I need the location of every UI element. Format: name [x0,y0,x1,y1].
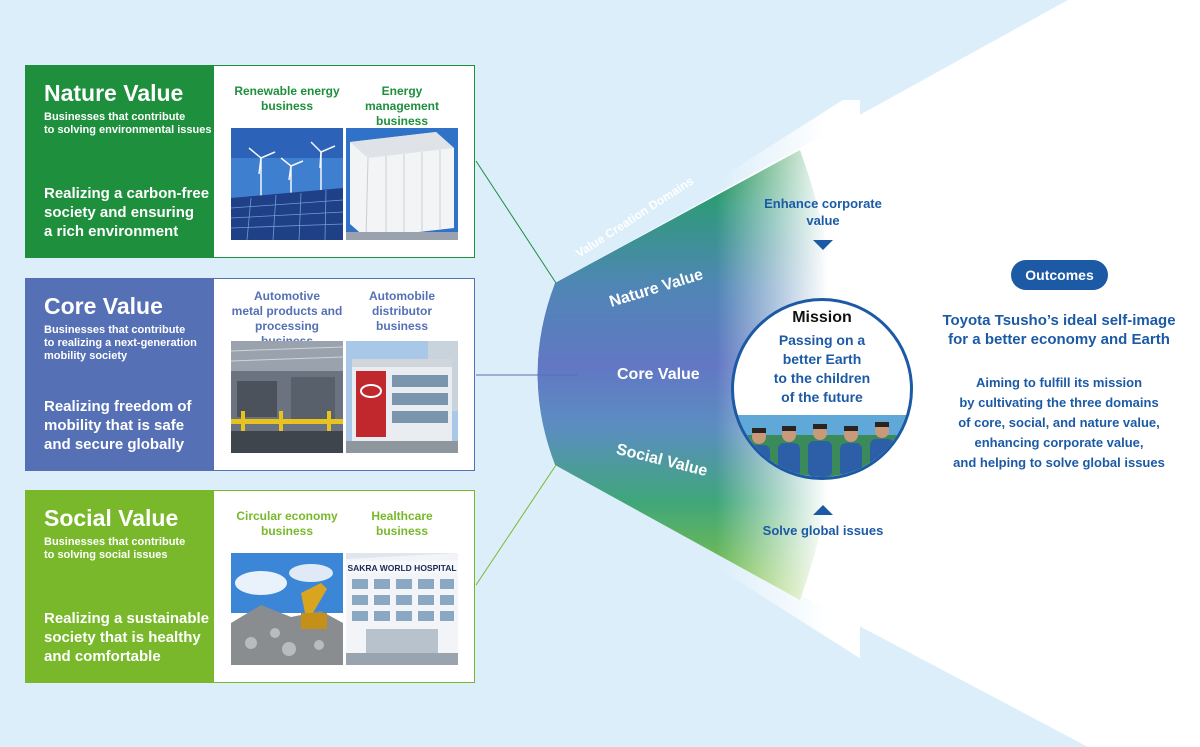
outcomes-headline: Toyota Tsusho’s ideal self-image for a b… [942,312,1176,348]
nature-value-claim: Realizing a carbon-free society and ensu… [44,185,210,240]
automobile-distributor-photo [346,341,458,453]
fan-core-value-label: Core Value [617,366,700,383]
outcomes-body: Aiming to fulfill its mission by cultiva… [953,375,1165,470]
up-triangle-icon [813,505,833,515]
nature-value-sidebar: Nature Value Businesses that contribute … [26,66,214,257]
energy-management-label: Energy management business [364,84,440,128]
social-value-claim: Realizing a sustainable society that is … [44,610,210,665]
core-value-panel: Core Value Businesses that contribute to… [25,278,475,471]
connector-social [475,464,557,586]
healthcare-label: Healthcare business [371,509,433,538]
mission-circle: Mission Passing on a better Earth to the… [731,298,913,480]
automotive-metal-photo [231,341,343,453]
renewable-energy-label: Renewable energy business [234,84,340,113]
nature-value-title: Nature Value [44,80,184,106]
nature-value-panel: Nature Value Businesses that contribute … [25,65,475,258]
outcomes-badge: Outcomes [1011,260,1108,290]
energy-management-photo [346,128,458,240]
social-value-title: Social Value [44,505,179,531]
mission-title: Mission [792,309,852,326]
down-triangle-icon [813,240,833,250]
core-value-claim: Realizing freedom of mobility that is sa… [44,398,192,453]
circular-economy-label: Circular economy business [236,509,338,538]
hospital-signage: SAKRA WORLD HOSPITAL [347,563,456,573]
automotive-metal-label: Automotive metal products and processing… [231,289,343,348]
nature-value-subtitle: Businesses that contribute to solving en… [44,111,212,136]
solve-global-issues-label: Solve global issues [762,523,884,538]
core-value-title: Core Value [44,293,163,319]
connector-nature [475,160,557,284]
core-value-sidebar: Core Value Businesses that contribute to… [26,279,214,470]
healthcare-photo: SAKRA WORLD HOSPITAL [346,553,458,665]
social-value-sidebar: Social Value Businesses that contribute … [26,491,214,682]
mission-people-photo [734,415,910,477]
social-value-panel: Social Value Businesses that contribute … [25,490,475,683]
automobile-distributor-label: Automobile distributor business [369,289,435,333]
mission-text: Passing on a better Earth to the childre… [773,332,871,405]
circular-economy-photo [231,553,343,665]
renewable-energy-photo [231,128,343,240]
core-value-subtitle: Businesses that contribute to realizing … [44,324,197,362]
social-value-subtitle: Businesses that contribute to solving so… [44,536,186,561]
enhance-corporate-value-label: Enhance corporate value [764,196,882,228]
